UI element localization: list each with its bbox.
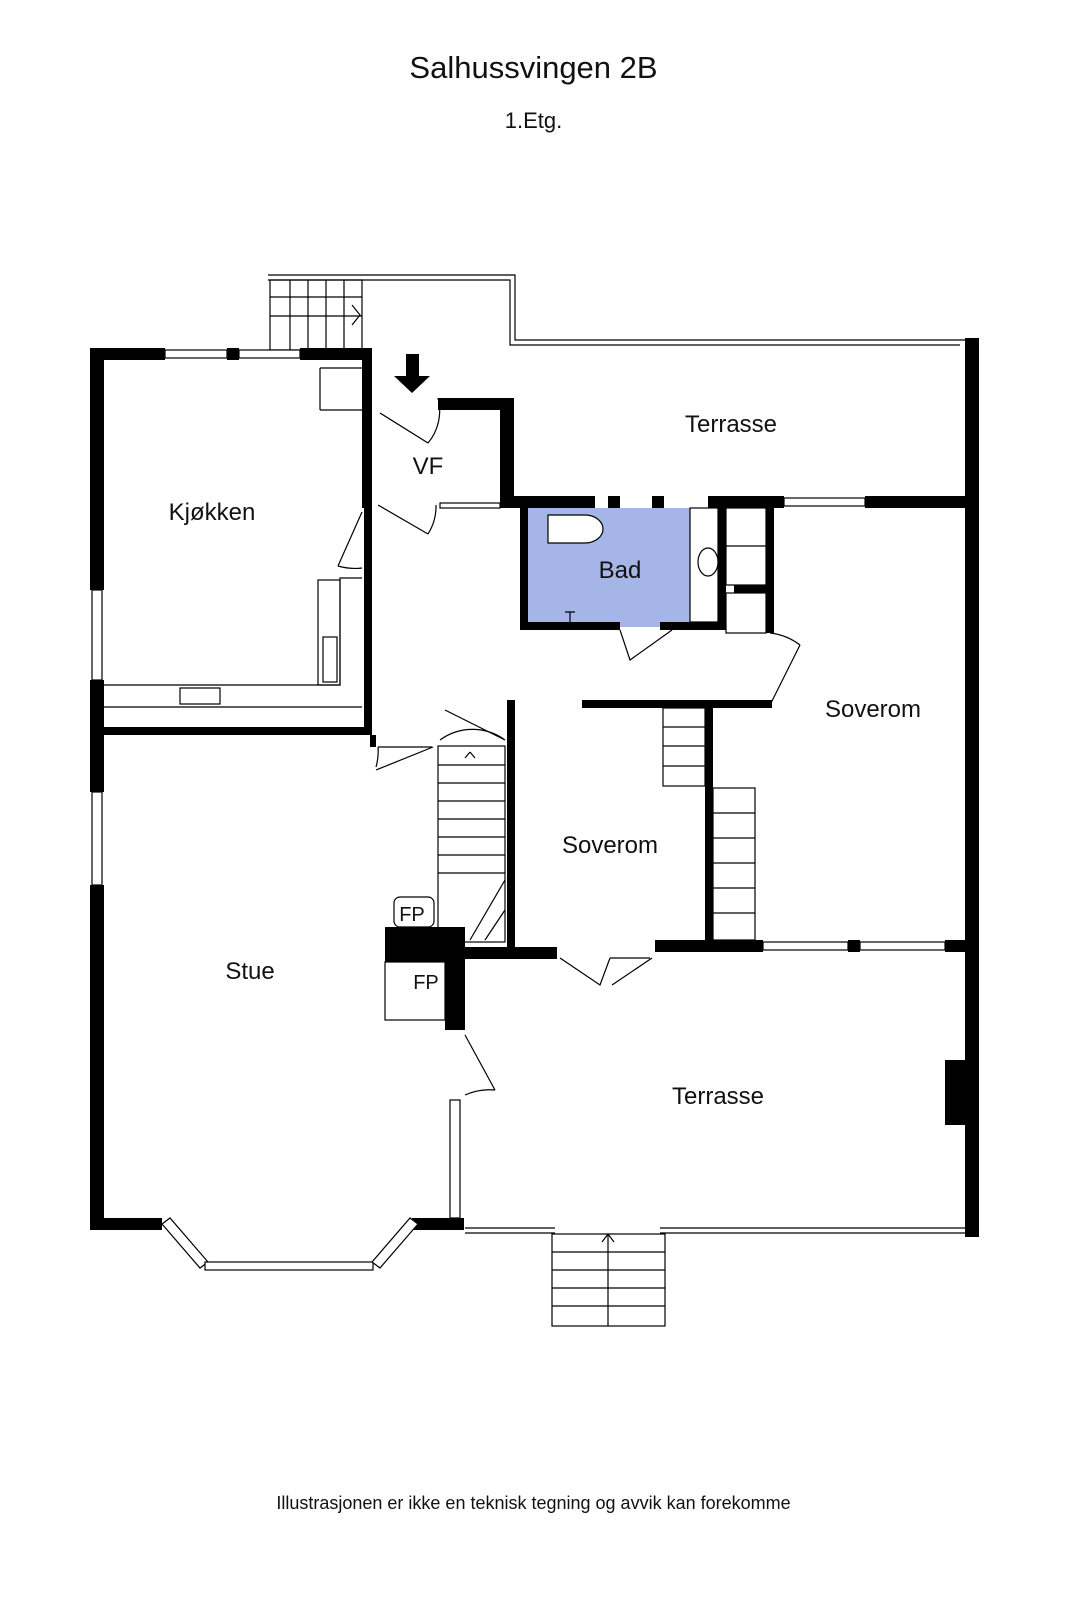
wardrobes	[662, 507, 767, 941]
room-label-soverom-center: Soverom	[562, 832, 658, 859]
plan-title: Salhussvingen 2B	[409, 50, 658, 85]
entrance-arrow-icon	[394, 354, 430, 393]
room-label-soverom-right: Soverom	[825, 696, 921, 723]
top-terrace-outline	[268, 274, 965, 346]
windows	[91, 349, 946, 1271]
top-stairs	[269, 279, 363, 351]
interior-stairs	[437, 745, 506, 943]
fireplace-label-lower: FP	[413, 972, 439, 994]
room-label-terrasse-top: Terrasse	[685, 411, 777, 438]
fireplace-label-upper: FP	[399, 904, 425, 926]
bottom-terrace-outline	[465, 1227, 965, 1234]
room-label-terrasse-bottom: Terrasse	[672, 1083, 764, 1110]
room-label-bad: Bad	[599, 557, 642, 584]
toilet-icon	[547, 514, 604, 544]
fireplaces	[384, 896, 446, 1021]
plan-subtitle: 1.Etg.	[504, 108, 563, 133]
room-label-stue: Stue	[225, 958, 274, 985]
bathroom-fixtures	[547, 507, 719, 623]
bottom-stairs	[551, 1233, 666, 1327]
kitchen-counter	[104, 367, 362, 708]
room-label-kjokken: Kjøkken	[169, 499, 256, 526]
sink-icon	[697, 547, 719, 577]
disclaimer: Illustrasjonen er ikke en teknisk tegnin…	[276, 1493, 791, 1513]
doors	[337, 397, 801, 1096]
exterior-walls	[90, 338, 979, 1237]
room-label-vf: VF	[413, 453, 444, 480]
